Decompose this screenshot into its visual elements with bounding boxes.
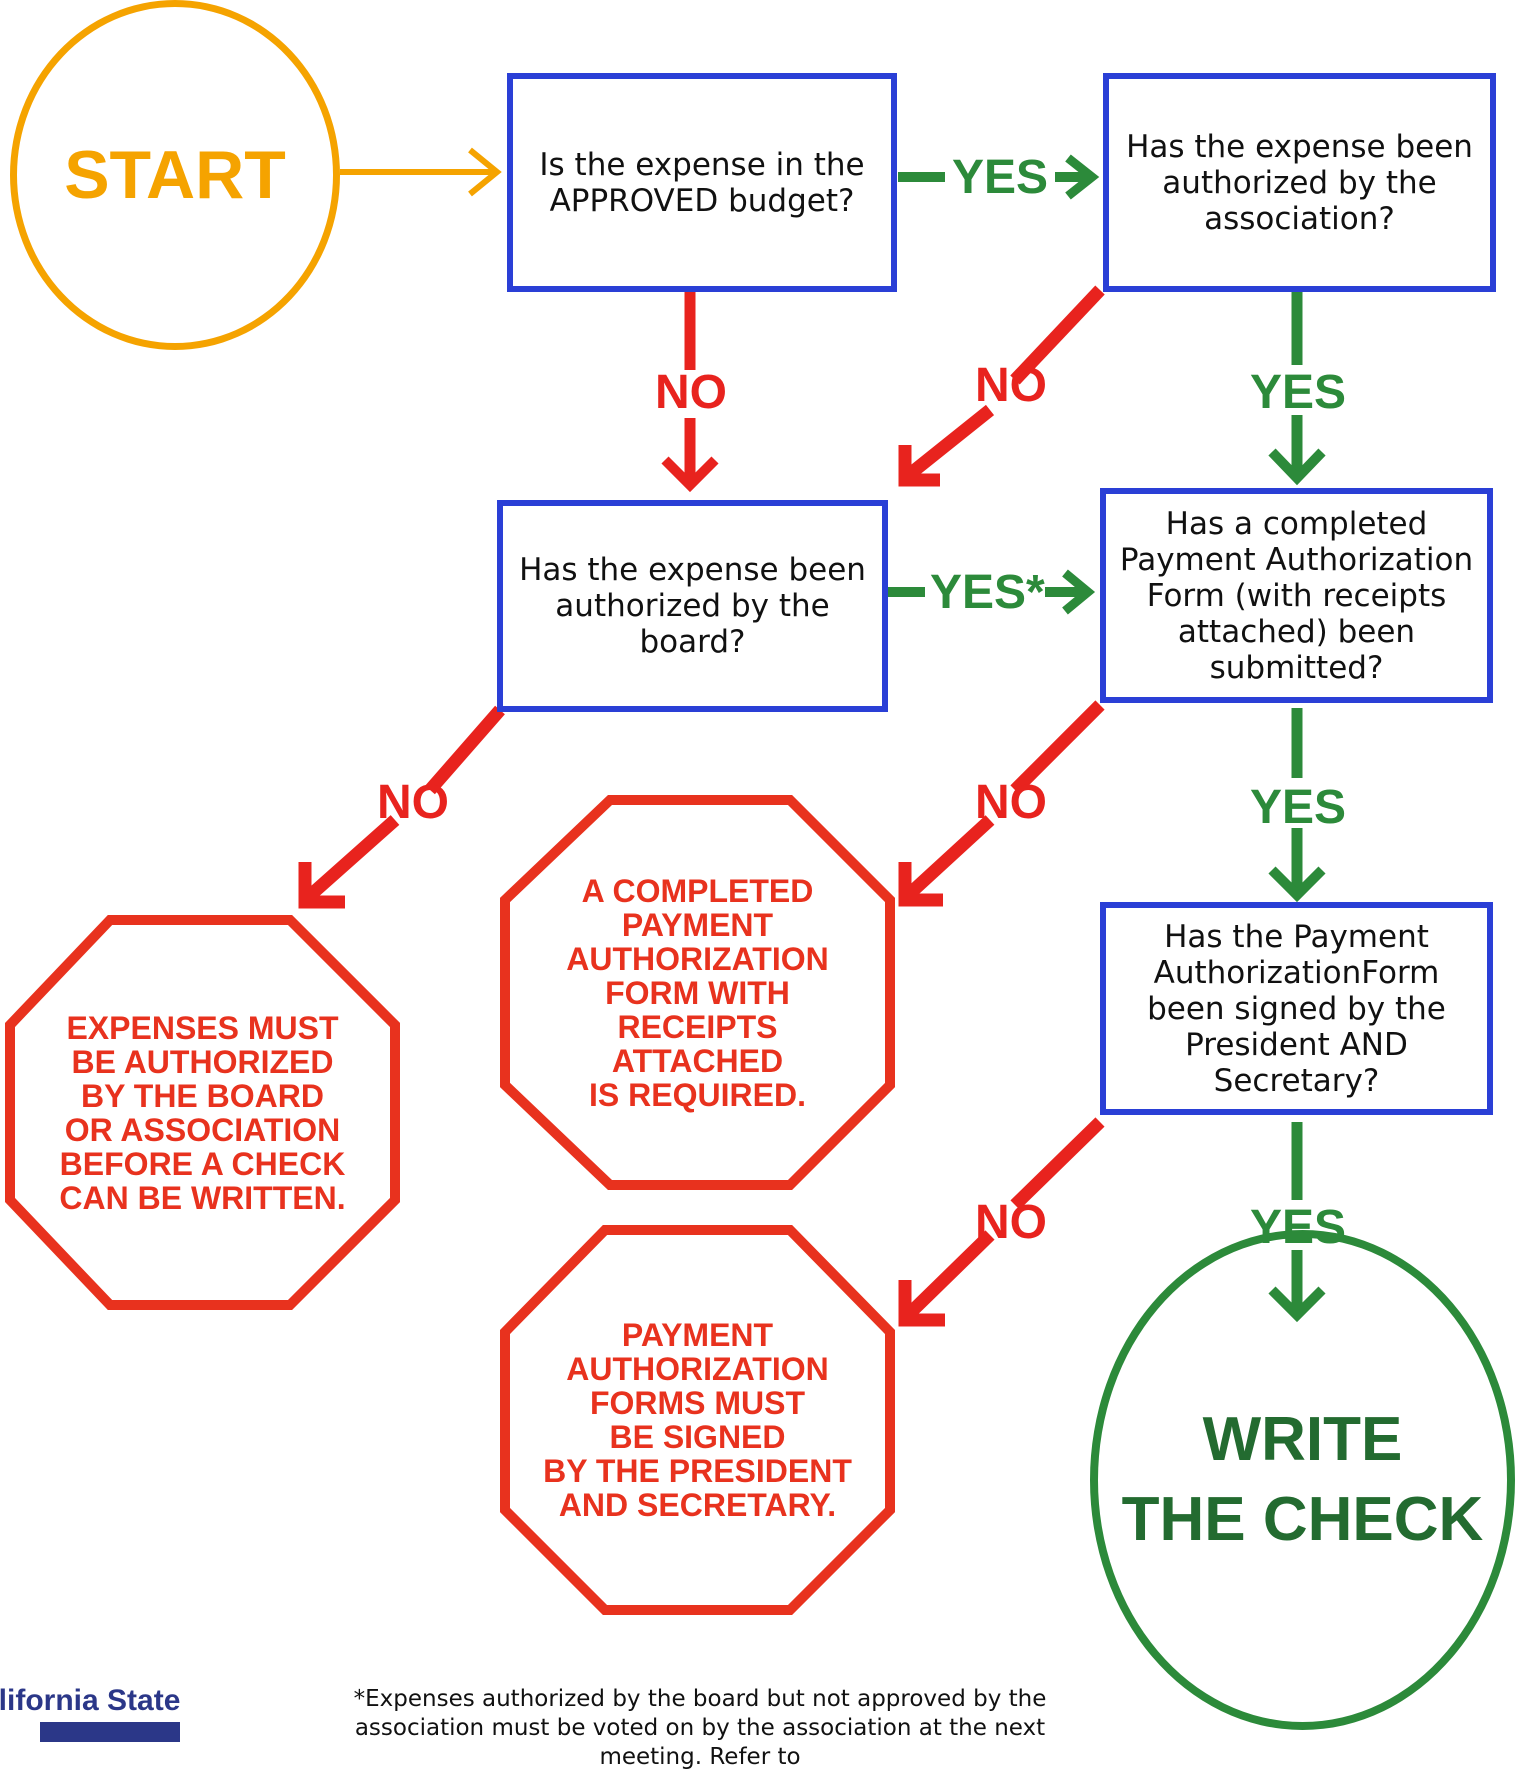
stop-expenses-must-be-authorized-text: EXPENSES MUST BE AUTHORIZED BY THE BOARD… (59, 1009, 346, 1216)
label-no-q4: NO (975, 776, 1047, 829)
stop-octagon-3-shape (500, 1225, 895, 1615)
question-authorized-by-board-text: Has the expense been authorized by the b… (519, 552, 866, 660)
arrow-q3-no (298, 705, 505, 909)
question-authorized-by-association: Has the expense been authorized by the a… (1103, 73, 1496, 292)
stop-completed-form-required: A COMPLETED PAYMENT AUTHORIZATION FORM W… (505, 800, 890, 1185)
question-payment-form-submitted-text: Has a completed Payment Authorization Fo… (1119, 505, 1474, 686)
stop-octagon-1-shape (4, 915, 400, 1310)
arrow-start-to-q1 (340, 147, 502, 197)
pta-logo-mark (40, 1722, 180, 1742)
label-no-q5: NO (975, 1196, 1047, 1249)
question-form-signed: Has the Payment AuthorizationForm been s… (1100, 902, 1493, 1115)
label-yes-q4: YES (1250, 781, 1347, 834)
question-payment-form-submitted: Has a completed Payment Authorization Fo… (1100, 488, 1493, 703)
arrow-q4-no (898, 700, 1105, 907)
footnote: *Expenses authorized by the board but no… (353, 1686, 1047, 1770)
arrow-q4-yes (1268, 708, 1326, 903)
label-yes-q5: YES (1250, 1201, 1347, 1254)
arrow-q3-yes (888, 569, 1096, 615)
stop-octagon-2-shape (500, 795, 895, 1190)
label-no-q3: NO (377, 776, 449, 829)
logo-text: alifornia State (0, 1684, 181, 1717)
arrow-q1-yes (898, 154, 1100, 200)
question-authorized-by-board: Has the expense been authorized by the b… (497, 500, 888, 712)
arrow-q5-no (898, 1117, 1105, 1327)
arrow-q2-yes (1268, 292, 1326, 486)
label-yes-q1: YES (952, 151, 1049, 204)
label-no-q1: NO (655, 366, 727, 419)
label-yes-star-q3: YES* (930, 566, 1045, 619)
start-node: START (10, 0, 340, 350)
label-yes-q2: YES (1250, 366, 1347, 419)
arrow-q1-no (661, 292, 719, 493)
stop-forms-must-be-signed-text: PAYMENT AUTHORIZATION FORMS MUST BE SIGN… (543, 1317, 852, 1523)
question-approved-budget-text: Is the expense in the APPROVED budget? (539, 146, 865, 219)
question-authorized-by-association-text: Has the expense been authorized by the a… (1126, 128, 1473, 237)
label-no-q2: NO (975, 359, 1047, 412)
question-approved-budget: Is the expense in the APPROVED budget? (507, 73, 897, 292)
stop-expenses-must-be-authorized: EXPENSES MUST BE AUTHORIZED BY THE BOARD… (10, 920, 395, 1305)
stop-forms-must-be-signed: PAYMENT AUTHORIZATION FORMS MUST BE SIGN… (505, 1230, 890, 1610)
arrow-q2-no (898, 285, 1105, 487)
end-node-write-the-check: WRITE THE CHECK (1090, 1230, 1515, 1730)
question-form-signed-text: Has the Payment AuthorizationForm been s… (1147, 918, 1446, 1099)
stop-completed-form-required-text: A COMPLETED PAYMENT AUTHORIZATION FORM W… (566, 872, 829, 1113)
